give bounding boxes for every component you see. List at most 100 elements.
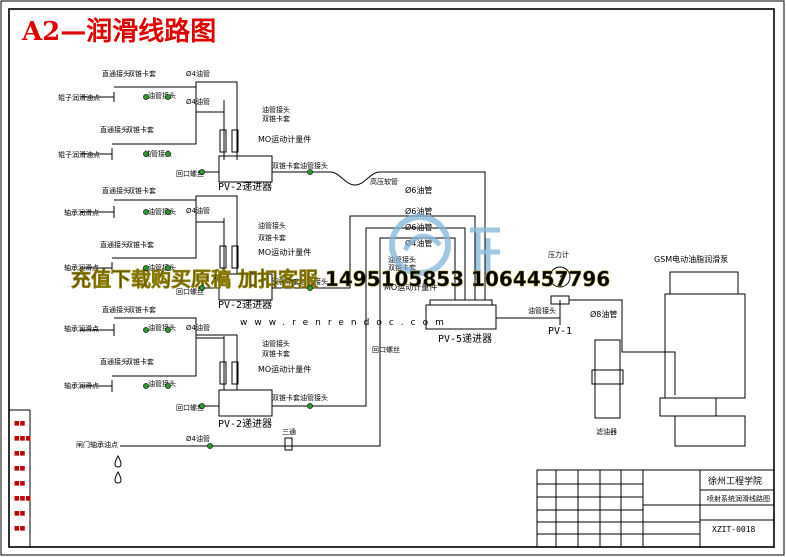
label-tube-joint: 油管接头 bbox=[148, 379, 176, 388]
strip-mark: ■■■ bbox=[14, 495, 31, 502]
label-tube-joint: 油管接头 bbox=[144, 149, 172, 158]
label-tube-phi4: Ø4油管 bbox=[186, 206, 210, 215]
label-gsm: GSM电动油脂润滑泵 bbox=[654, 254, 728, 264]
label-pv5: PV-5递进器 bbox=[438, 332, 492, 345]
strip-mark: ■■ bbox=[14, 420, 26, 427]
strip-mark: ■■■ bbox=[14, 435, 31, 442]
label-tube-phi6: Ø6油管 bbox=[405, 222, 432, 232]
fitting-node bbox=[307, 403, 313, 409]
label-tube-phi4: Ø4油管 bbox=[186, 323, 210, 332]
label-double-ferrule: 双锥卡套 bbox=[272, 393, 300, 402]
label-tube-joint: 油管接头 bbox=[528, 306, 556, 315]
label-tube-joint: 油管接头 bbox=[148, 323, 176, 332]
fitting-node bbox=[199, 403, 205, 409]
label-tube-joint: 油管接头 bbox=[148, 91, 176, 100]
label-gauge: 压力计 bbox=[548, 250, 569, 259]
label-tube-phi4: Ø4油管 bbox=[186, 434, 210, 443]
drawing-title: A2—润滑线路图 bbox=[21, 16, 216, 47]
label-tube-joint: 油管接头 bbox=[148, 207, 176, 216]
label-double-ferrule: 双锥卡套 bbox=[126, 125, 154, 134]
label-return: 回口螺丝 bbox=[176, 169, 204, 178]
label-m0: MO运动计量件 bbox=[258, 247, 311, 257]
label-hose: 高压软管 bbox=[370, 177, 398, 186]
label-point-b: 辊子润滑油点 bbox=[58, 150, 100, 159]
label-straight-joint: 直通接头 bbox=[102, 305, 130, 314]
fitting-node bbox=[207, 443, 213, 449]
label-m0: MO运动计量件 bbox=[258, 364, 311, 374]
watermark-site: www.renrendoc.com bbox=[240, 318, 451, 328]
strip-mark: ■■ bbox=[14, 510, 26, 517]
fitting-node bbox=[143, 151, 149, 157]
label-m0: MO运动计量件 bbox=[384, 282, 437, 292]
fitting-node bbox=[165, 151, 171, 157]
label-tube-joint: 油管接头 bbox=[300, 393, 328, 402]
left-margin-strip: ■■■■■■■■■■■■■■■■■■ bbox=[9, 409, 31, 547]
label-double-ferrule: 双锥卡套 bbox=[262, 349, 290, 358]
label-tube-phi6: Ø6油管 bbox=[405, 206, 432, 216]
outlet-line: 闸门轴承油点 Ø4油管 三通 bbox=[76, 237, 456, 484]
strip-mark: ■■ bbox=[14, 480, 26, 487]
inner-frame bbox=[8, 8, 775, 548]
watermark-text: 充值下载购买原稿 加扣客服 1495105853 1064457796 bbox=[71, 267, 610, 291]
fitting-node bbox=[199, 285, 205, 291]
label-tube-joint: 油管接头 bbox=[148, 263, 176, 272]
fitting-node bbox=[165, 383, 171, 389]
fitting-node bbox=[165, 94, 171, 100]
gsm-cap bbox=[669, 271, 739, 295]
pv2-block-2 bbox=[218, 273, 273, 301]
label-double-ferrule: 双锥卡套 bbox=[128, 305, 156, 314]
strip-mark: ■■ bbox=[14, 450, 26, 457]
label-pv2: PV-2递进器 bbox=[218, 180, 272, 193]
title-block: 徐州工程学院 喷射系统润滑线路图 XZIT-0018 bbox=[536, 469, 775, 548]
label-straight-joint: 直通接头 bbox=[100, 125, 128, 134]
label-point-a: 辊子润滑油点 bbox=[58, 93, 100, 102]
fitting-node bbox=[165, 327, 171, 333]
label-tube-phi4: Ø4油管 bbox=[186, 69, 210, 78]
label-pv2: PV-2递进器 bbox=[218, 417, 272, 430]
label-outlet: 闸门轴承油点 bbox=[76, 440, 118, 449]
label-point-b: 轴承润滑点 bbox=[64, 324, 99, 333]
fitting-node bbox=[143, 327, 149, 333]
label-tube-phi8: Ø8油管 bbox=[590, 309, 617, 319]
label-tube-phi6: Ø6油管 bbox=[405, 185, 432, 195]
strip-mark: ■■ bbox=[14, 525, 26, 532]
label-straight-joint: 直通接头 bbox=[102, 69, 130, 78]
label-return: 回口螺丝 bbox=[372, 345, 400, 354]
label-tube-joint: 油管接头 bbox=[262, 105, 290, 114]
label-tube-joint: 油管接头 bbox=[388, 255, 416, 264]
label-double-ferrule: 双锥卡套 bbox=[272, 161, 300, 170]
distributor-group-3: 直通接头 双锥卡套 Ø4油管 轴承润滑点 油管接头 直通接头 双锥卡套 轴承润滑… bbox=[64, 227, 466, 430]
school-name: 徐州工程学院 bbox=[708, 475, 762, 487]
fitting-node bbox=[307, 285, 313, 291]
label-tube-joint: 油管接头 bbox=[258, 221, 286, 230]
label-return: 回口螺丝 bbox=[176, 287, 204, 296]
pv2-block-1 bbox=[218, 155, 273, 183]
label-filter: 滤油器 bbox=[596, 427, 617, 436]
label-tee: 三通 bbox=[282, 427, 296, 436]
gsm-pump-body bbox=[664, 293, 746, 399]
pipe-fittings bbox=[143, 94, 313, 449]
pv2-block-3 bbox=[218, 389, 273, 417]
label-double-ferrule: 双锥卡套 bbox=[272, 277, 300, 286]
label-double-ferrule: 双锥卡套 bbox=[128, 186, 156, 195]
label-straight-joint: 直通接头 bbox=[102, 186, 130, 195]
fitting-node bbox=[199, 169, 205, 175]
label-tube-joint: 油管接头 bbox=[300, 277, 328, 286]
drawing-title-block: 喷射系统润滑线路图 bbox=[707, 494, 770, 503]
label-tube-phi4: Ø4油管 bbox=[405, 238, 432, 248]
label-m0: MO运动计量件 bbox=[258, 134, 311, 144]
distributor-group-1: 直通接头 双锥卡套 Ø4油管 辊子润滑油点 油管接头 Ø4油管 直通接头 双锥卡… bbox=[58, 69, 486, 300]
label-pv2: PV-2递进器 bbox=[218, 298, 272, 311]
pressure-gauge bbox=[549, 266, 571, 288]
label-straight-joint: 直通接头 bbox=[100, 240, 128, 249]
fitting-node bbox=[143, 94, 149, 100]
label-return: 回口螺丝 bbox=[176, 403, 204, 412]
fitting-node bbox=[143, 265, 149, 271]
label-double-ferrule: 双锥卡套 bbox=[126, 240, 154, 249]
watermark-logo bbox=[389, 214, 500, 280]
fitting-node bbox=[165, 209, 171, 215]
distributor-group-2: 直通接头 双锥卡套 Ø4油管 轴承润滑点 油管接头 直通接头 双锥卡套 轴承润滑… bbox=[64, 186, 476, 311]
label-tube-joint: 油管接头 bbox=[300, 161, 328, 170]
